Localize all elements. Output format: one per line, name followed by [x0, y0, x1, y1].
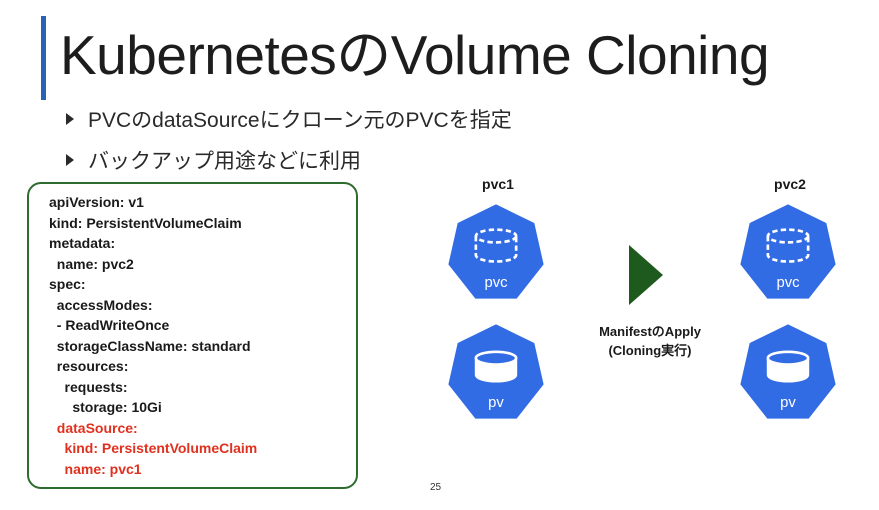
caption-line: ManifestのApply	[599, 324, 701, 339]
code-line: metadata:	[49, 235, 116, 251]
source-pvc-label: pvc1	[482, 176, 514, 192]
code-line: requests:	[49, 378, 128, 395]
code-line: - ReadWriteOnce	[49, 317, 170, 333]
arrow-right-icon	[629, 245, 663, 305]
pvc-icon-text: pvc	[776, 275, 800, 291]
bullet-text: PVCのdataSourceにクローン元のPVCを指定	[88, 109, 512, 132]
bullet-text: バックアップ用途などに利用	[88, 150, 361, 173]
code-line: apiVersion: v1	[49, 194, 144, 210]
code-line: name: pvc2	[49, 255, 134, 272]
pvc-icon: pvc	[446, 202, 546, 301]
bullet-triangle-icon	[66, 113, 74, 125]
code-line: accessModes:	[49, 296, 153, 313]
target-pvc-label: pvc2	[774, 176, 806, 192]
pvc-icon: pvc	[738, 202, 838, 301]
bullet-triangle-icon	[66, 154, 74, 166]
page-number: 25	[430, 482, 442, 493]
title-accent-bar	[41, 16, 46, 100]
pv-icon-text: pv	[780, 395, 796, 411]
code-line-highlight: kind: PersistentVolumeClaim	[49, 440, 258, 456]
yaml-code-box: apiVersion: v1 kind: PersistentVolumeCla…	[27, 182, 358, 489]
slide-title: KubernetesのVolume Cloning	[60, 24, 770, 86]
pv-icon-text: pv	[488, 395, 504, 411]
pv-icon: pv	[446, 322, 546, 421]
pv-icon: pv	[738, 322, 838, 421]
caption-line: (Cloning実行)	[608, 343, 692, 358]
code-line: kind: PersistentVolumeClaim	[49, 214, 242, 231]
code-line-highlight: dataSource:	[49, 419, 138, 436]
code-line: storageClassName: standard	[49, 337, 251, 354]
bullet-item: バックアップ用途などに利用	[66, 145, 361, 175]
pvc-icon-text: pvc	[484, 275, 508, 291]
apply-caption: ManifestのApply (Cloning実行)	[575, 322, 725, 360]
bullet-item: PVCのdataSourceにクローン元のPVCを指定	[66, 104, 512, 134]
code-line: resources:	[49, 358, 129, 374]
code-line-highlight: name: pvc1	[49, 460, 142, 477]
code-line: storage: 10Gi	[49, 399, 162, 415]
code-line: spec:	[49, 276, 86, 292]
